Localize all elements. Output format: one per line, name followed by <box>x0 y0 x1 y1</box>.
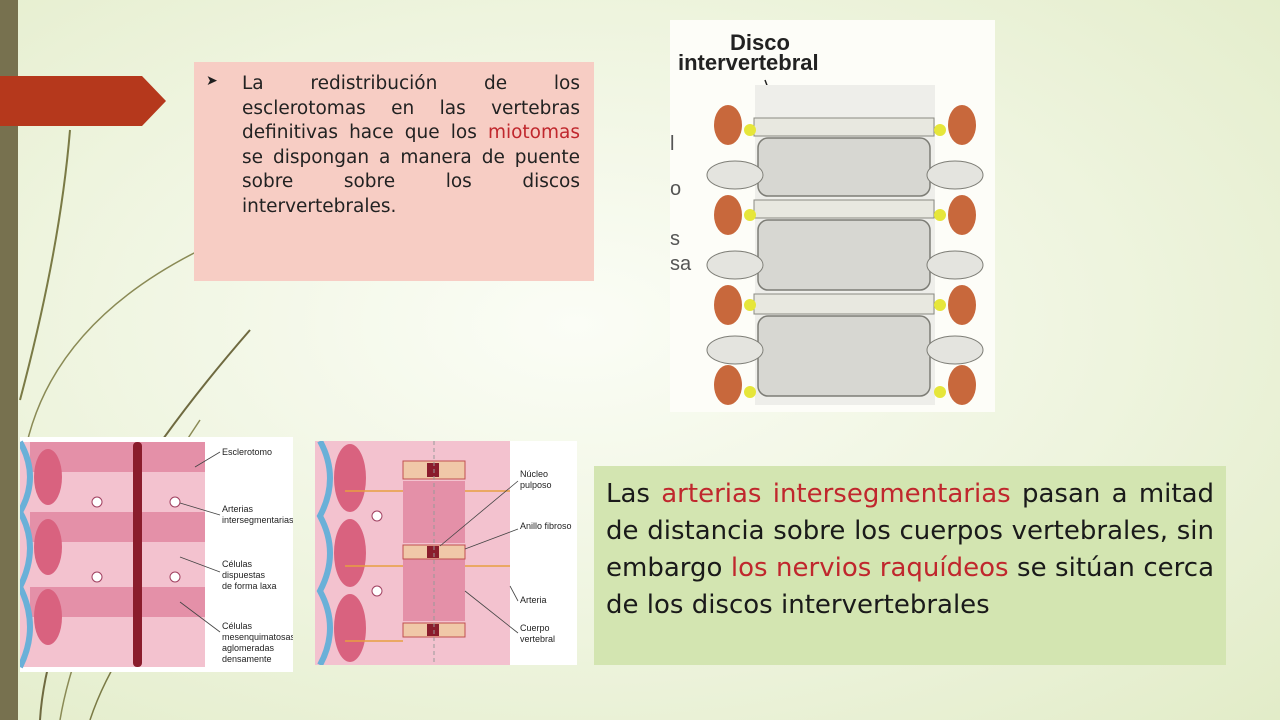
label-mesenquimatosas: mesenquimatosas <box>222 632 293 642</box>
bottom-paragraph: Las arterias intersegmentarias pasan a m… <box>606 476 1214 624</box>
spine-title-disco: Disco <box>730 30 790 55</box>
label-dispuestas: dispuestas <box>222 570 266 580</box>
label-arterias: Arterias <box>222 504 254 514</box>
spine-side-label: s <box>670 228 680 250</box>
label-intersegmentarias: intersegmentarias <box>222 515 293 525</box>
title-arrow-shape <box>0 76 166 126</box>
label-celulas: Células <box>222 559 253 569</box>
label-cuerpo: Cuerpo <box>520 623 550 633</box>
esclerotomo-illustration: Esclerotomo Arterias intersegmentarias C… <box>20 440 293 669</box>
label-forma-laxa: de forma laxa <box>222 581 277 591</box>
label-arteria: Arteria <box>520 595 547 605</box>
spine-image: Disco intervertebral l o s sa <box>670 20 995 412</box>
bottom-text-part3: se sitúan cerca de los discos interverte… <box>606 553 1215 620</box>
bottom-text-part2: pasan a mitad de distancia sobre los cue… <box>606 479 1215 583</box>
spine-illustration: Disco intervertebral l o s sa <box>670 30 984 405</box>
spine-side-label: o <box>670 178 681 200</box>
spine-title-intervertebral: intervertebral <box>678 50 819 75</box>
label-anillo-fibroso: Anillo fibroso <box>520 521 572 531</box>
bottom-text-highlight-arterias: arterias intersegmentarias <box>661 479 1011 509</box>
label-aglomeradas: aglomeradas <box>222 643 275 653</box>
top-text-highlight-miotomas: miotomas <box>487 122 580 143</box>
top-text-part2: se dispongan a manera de puente sobre so… <box>242 146 580 217</box>
spine-side-label: l <box>670 133 674 155</box>
label-esclerotomo: Esclerotomo <box>222 447 272 457</box>
bottom-text-box: Las arterias intersegmentarias pasan a m… <box>594 466 1226 665</box>
label-nucleo: Núcleo <box>520 469 548 479</box>
bottom-text-highlight-nervios: los nervios raquídeos <box>730 553 1009 583</box>
esclerotomo-diagram: Esclerotomo Arterias intersegmentarias C… <box>20 437 293 672</box>
arrow-bullet-icon: ➤ <box>206 73 218 89</box>
spine-side-label: sa <box>670 253 692 275</box>
top-paragraph: La redistribución de los esclerotomas en… <box>242 72 580 219</box>
top-text-box: ➤ La redistribución de los esclerotomas … <box>194 62 594 281</box>
left-accent-bar <box>0 0 18 720</box>
disco-illustration: Núcleo pulposo Anillo fibroso Arteria Cu… <box>315 441 572 665</box>
top-text-part1: La redistribución de los esclerotomas en… <box>242 73 580 143</box>
label-celulas-2: Células <box>222 621 253 631</box>
label-vertebral: vertebral <box>520 634 555 644</box>
label-pulposo: pulposo <box>520 480 552 490</box>
disco-diagram: Núcleo pulposo Anillo fibroso Arteria Cu… <box>315 441 577 665</box>
label-densamente: densamente <box>222 654 272 664</box>
bottom-text-part1: Las <box>606 479 662 509</box>
